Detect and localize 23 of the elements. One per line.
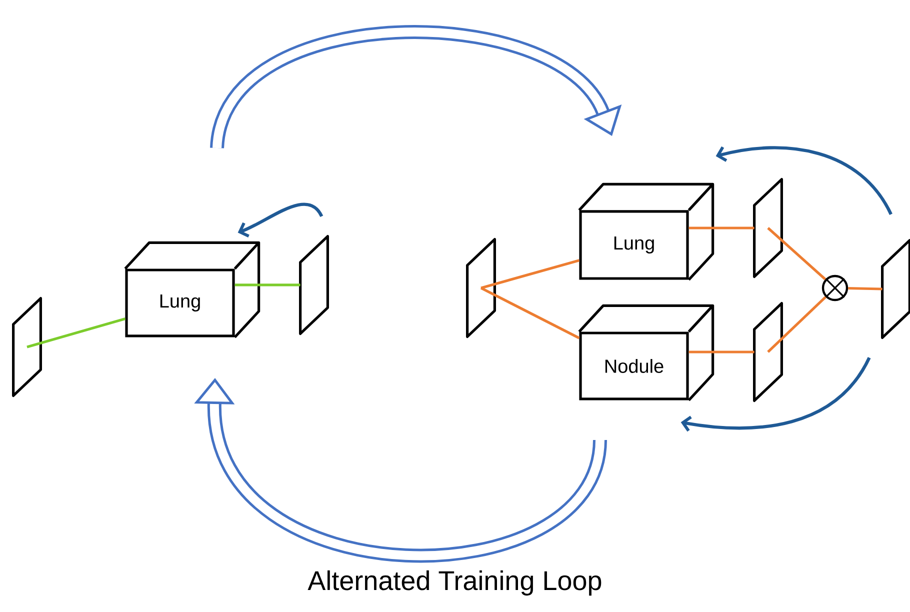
connector-line bbox=[480, 286, 580, 340]
multiply-symbol bbox=[822, 274, 848, 302]
connector-line bbox=[688, 350, 754, 354]
cube-block: Lung bbox=[124, 241, 260, 339]
connector-line bbox=[234, 284, 300, 286]
connector-line bbox=[848, 286, 882, 290]
curved-arrow bbox=[716, 146, 892, 216]
connector-line bbox=[767, 296, 826, 353]
feature-map-plane bbox=[12, 297, 42, 397]
curved-arrow bbox=[680, 356, 871, 432]
caption-text: Alternated Training Loop bbox=[308, 570, 602, 596]
connector-line bbox=[480, 259, 580, 290]
feature-map-plane bbox=[881, 238, 910, 339]
cube-block: Lung bbox=[578, 182, 714, 282]
connector-line bbox=[767, 227, 826, 280]
curved-arrow bbox=[238, 202, 324, 238]
cube-block: Nodule bbox=[578, 304, 714, 402]
feature-map-plane bbox=[466, 238, 496, 338]
feature-map-plane bbox=[753, 302, 783, 402]
feature-map-plane bbox=[299, 234, 329, 335]
connector-line bbox=[26, 317, 126, 348]
feature-map-plane bbox=[753, 178, 783, 278]
connector-line bbox=[688, 226, 754, 230]
